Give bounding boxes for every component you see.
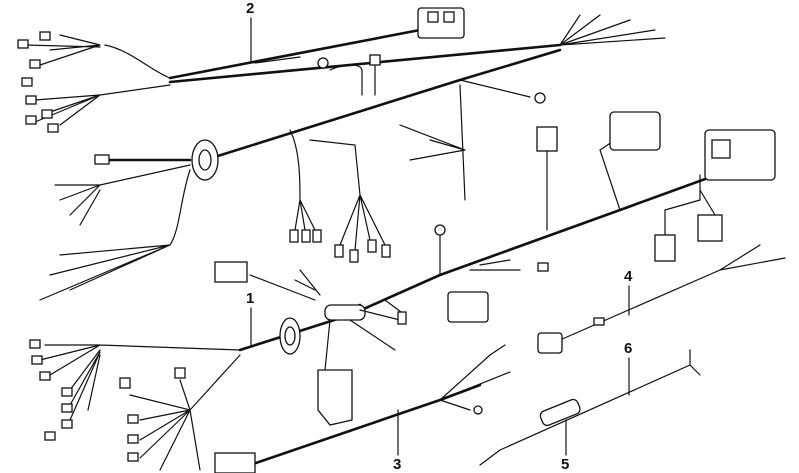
harness-4 (537, 244, 786, 354)
callout-3: 3 (393, 456, 402, 473)
callout-5: 5 (561, 456, 570, 473)
harness-6 (479, 349, 701, 466)
harness-1 (29, 111, 776, 471)
harness-2 (17, 7, 666, 133)
callout-4: 4 (624, 268, 633, 285)
harness-3 (214, 344, 511, 473)
callout-leaders (250, 17, 630, 456)
callout-1: 1 (246, 290, 255, 307)
callout-2: 2 (246, 0, 255, 17)
callout-6: 6 (624, 340, 633, 357)
harness-main-upper (39, 48, 562, 301)
